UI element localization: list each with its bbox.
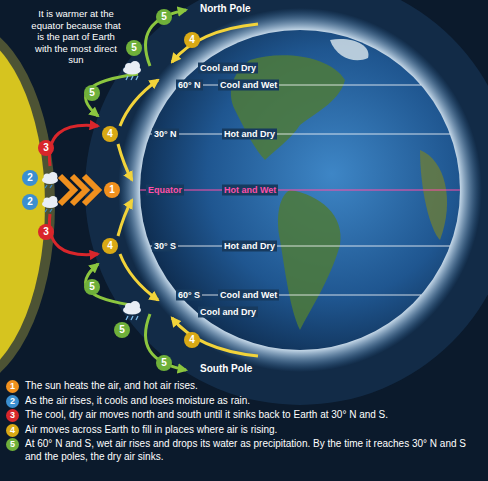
callout-number: 4 bbox=[184, 32, 200, 48]
step-number: 3 bbox=[6, 409, 19, 422]
halo bbox=[85, 0, 488, 405]
latitude-label: 60° S bbox=[176, 290, 202, 301]
callout-number: 2 bbox=[22, 170, 38, 186]
pole-label: South Pole bbox=[200, 363, 252, 375]
sun bbox=[0, 30, 45, 380]
callout-number: 4 bbox=[184, 332, 200, 348]
latitude-label: Equator bbox=[146, 185, 184, 196]
callout-number: 5 bbox=[114, 322, 130, 338]
latitude-line bbox=[150, 134, 450, 135]
dry-air-arrow bbox=[49, 214, 98, 255]
latitude-label: Cool and Wet bbox=[218, 290, 279, 301]
step-number: 1 bbox=[6, 380, 19, 393]
latitude-label: Cool and Wet bbox=[218, 80, 279, 91]
step-text: The cool, dry air moves north and south … bbox=[25, 409, 482, 422]
latitude-line bbox=[150, 246, 450, 247]
sun-ray-chevron bbox=[60, 176, 74, 204]
equator-line bbox=[140, 189, 460, 190]
surface-wind-arrow bbox=[118, 144, 132, 180]
latitude-label: Hot and Wet bbox=[222, 185, 278, 196]
latitude-line bbox=[179, 295, 421, 296]
rain-cloud bbox=[123, 61, 141, 80]
callout-number: 4 bbox=[102, 238, 118, 254]
callout-number: 3 bbox=[38, 140, 54, 156]
latitude-label: Hot and Dry bbox=[222, 241, 277, 252]
latitude-label: Cool and Dry bbox=[198, 307, 258, 318]
earth-globe bbox=[140, 30, 460, 350]
step-row: 1 The sun heats the air, and hot air rise… bbox=[6, 380, 482, 393]
surface-wind-arrow bbox=[120, 80, 158, 126]
surface-wind-arrow bbox=[172, 318, 258, 356]
callout-number: 5 bbox=[84, 279, 100, 295]
south-america bbox=[278, 190, 341, 330]
step-row: 4 Air moves across Earth to fill in place… bbox=[6, 424, 482, 437]
africa-edge bbox=[420, 150, 447, 240]
callout-number: 3 bbox=[38, 224, 54, 240]
callout-number: 1 bbox=[104, 182, 120, 198]
step-number: 4 bbox=[6, 424, 19, 437]
step-text: The sun heats the air, and hot air rises… bbox=[25, 380, 482, 393]
latitude-line bbox=[179, 85, 421, 86]
surface-wind-arrow bbox=[120, 254, 158, 300]
callout-number: 5 bbox=[156, 355, 172, 371]
step-text: Air moves across Earth to fill in places… bbox=[25, 424, 482, 437]
latitude-label: Hot and Dry bbox=[222, 129, 277, 140]
greenland bbox=[330, 39, 368, 60]
step-row: 3 The cool, dry air moves north and south… bbox=[6, 409, 482, 422]
surface-wind-arrow bbox=[172, 24, 258, 62]
latitude-label: 30° N bbox=[152, 129, 179, 140]
step-text: At 60° N and S, wet air rises and drops … bbox=[25, 438, 482, 463]
pole-label: North Pole bbox=[200, 3, 251, 15]
sun-ray-chevron bbox=[84, 176, 98, 204]
step-row: 5 At 60° N and S, wet air rises and drops… bbox=[6, 438, 482, 463]
sun-note: It is warmer at the equator because that… bbox=[30, 8, 122, 66]
callout-number: 4 bbox=[102, 126, 118, 142]
atmosphere-glow bbox=[118, 8, 482, 372]
rising-air-arrow bbox=[146, 10, 187, 66]
rain-cloud bbox=[42, 172, 58, 188]
rain-cloud bbox=[123, 301, 141, 320]
rising-air-arrow bbox=[146, 314, 187, 370]
callout-number: 5 bbox=[84, 85, 100, 101]
step-number: 2 bbox=[6, 395, 19, 408]
step-list: 1 The sun heats the air, and hot air rise… bbox=[6, 380, 482, 465]
callout-number: 2 bbox=[22, 194, 38, 210]
rain-cloud bbox=[42, 196, 58, 212]
callout-number: 5 bbox=[126, 40, 142, 56]
latitude-label: 30° S bbox=[152, 241, 178, 252]
step-number: 5 bbox=[6, 438, 19, 451]
step-row: 2 As the air rises, it cools and loses mo… bbox=[6, 395, 482, 408]
surface-wind-arrow bbox=[118, 200, 132, 236]
callout-number: 5 bbox=[156, 9, 172, 25]
sun-ray-chevron bbox=[72, 176, 86, 204]
latitude-label: Cool and Dry bbox=[198, 63, 258, 74]
step-text: As the air rises, it cools and loses moi… bbox=[25, 395, 482, 408]
dry-air-arrow bbox=[49, 125, 98, 166]
latitude-label: 60° N bbox=[176, 80, 203, 91]
